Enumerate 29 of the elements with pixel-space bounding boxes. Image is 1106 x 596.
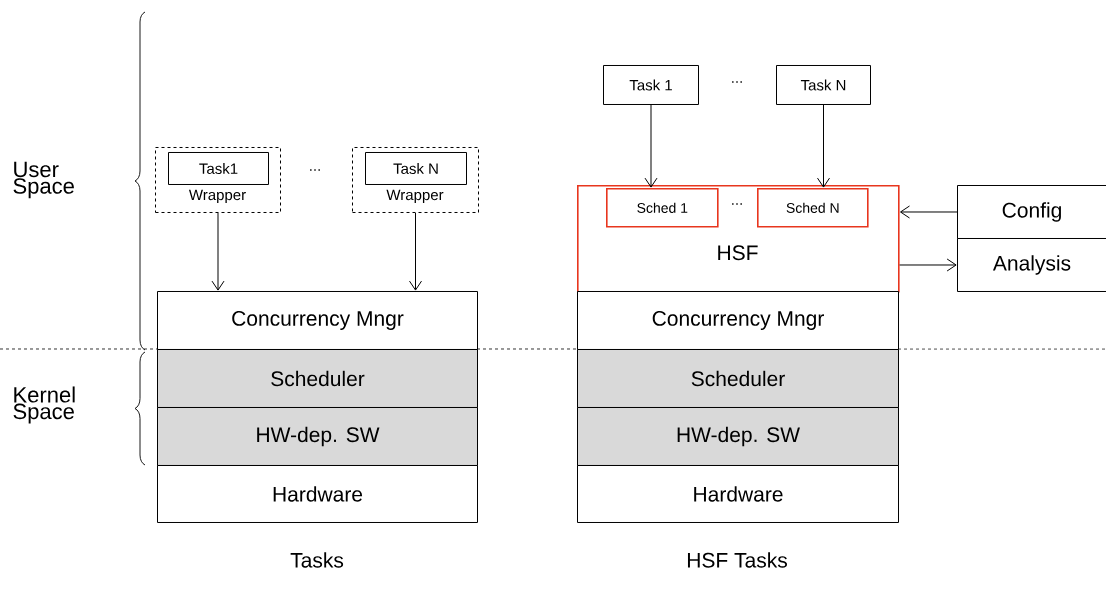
caption-label: HSF Tasks [687,552,787,568]
config-box: Config [957,185,1106,239]
ellipsis: ... [732,81,742,83]
layer-box: Hardware [577,465,899,523]
task-box: Task 1 [603,65,699,105]
user-space-label: User Space [13,161,74,199]
layer-box: Scheduler [157,349,478,408]
ellipsis: ... [732,203,742,205]
analysis-box: Analysis [957,238,1106,292]
arrow [211,212,225,291]
layer-box: Concurrency Mngr [157,291,478,350]
layer-box: Concurrency Mngr [577,291,899,350]
layer-box: Hardware [157,465,478,523]
arrow [900,205,958,219]
layer-box: HW-dep. SW [157,407,478,466]
task-box: Task N [776,65,871,105]
layer-box: HW-dep. SW [577,407,899,466]
layer-box: Scheduler [577,349,899,408]
caption-label: Tasks [290,552,344,568]
arrow [899,258,957,272]
task-box: Task N [365,152,467,185]
scheduler-box: Sched N [757,188,869,228]
arrow [409,212,422,291]
kernel-space-label: Kernel Space [13,386,75,424]
arrow [817,104,830,188]
arrow [644,104,658,188]
task-box: Task1 [168,152,269,185]
ellipsis: ... [310,169,320,171]
scheduler-box: Sched 1 [606,188,719,228]
